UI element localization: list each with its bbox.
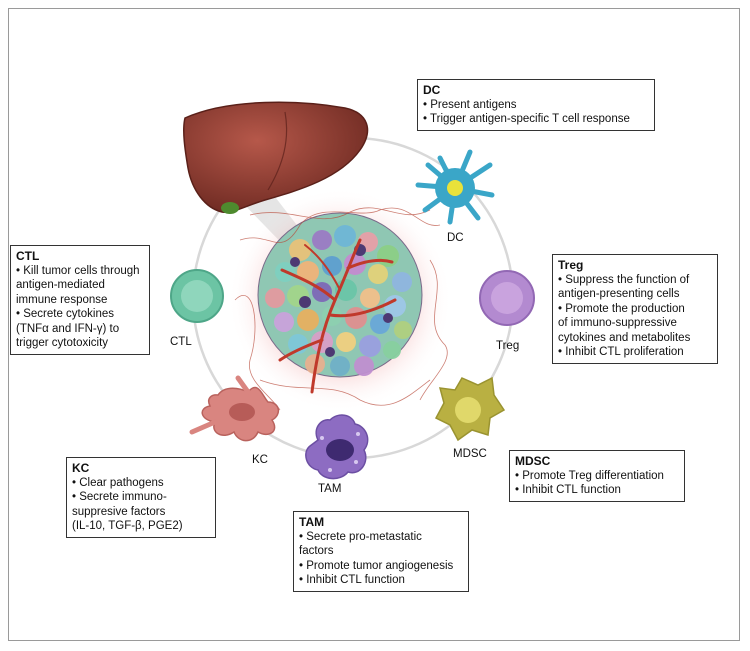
treg-box-line: • Suppress the function of [558, 273, 690, 286]
kc-box-line: suppresive factors [72, 505, 166, 518]
mdsc-box-title: MDSC [515, 454, 551, 468]
kc-box-title: KC [72, 461, 90, 475]
treg-box-line: antigen-presenting cells [558, 288, 680, 300]
tam-cell-icon [305, 414, 369, 480]
mdsc-box-line: • Promote Treg differentiation [515, 469, 664, 482]
liver-icon [183, 101, 369, 214]
dc-box-line: • Trigger antigen-specific T cell respon… [423, 113, 630, 125]
dc-box-line: • Present antigens [423, 98, 517, 111]
mdsc-box-line: • Inhibit CTL function [515, 484, 621, 496]
dc-cell-icon [415, 149, 495, 225]
kc-info-box: KC • Clear pathogens • Secrete immuno- s… [66, 457, 216, 538]
ctl-box-line: trigger cytotoxicity [16, 337, 109, 349]
kc-box-line: • Clear pathogens [72, 476, 164, 489]
treg-box-line: of immuno-suppressive [558, 317, 677, 329]
ctl-label: CTL [170, 336, 192, 348]
kc-box-line: (IL-10, TGF-β, PGE2) [72, 520, 183, 532]
kc-box-line: • Secrete immuno- [72, 491, 167, 503]
treg-label: Treg [496, 340, 520, 352]
tam-box-line: • Inhibit CTL function [299, 574, 405, 586]
tam-label: TAM [318, 483, 342, 495]
mdsc-label: MDSC [453, 448, 487, 460]
ctl-box-line: antigen-mediated [16, 279, 105, 291]
tam-box-line: factors [299, 545, 334, 557]
ctl-box-title: CTL [16, 249, 40, 263]
ctl-box-line: immune response [16, 293, 108, 306]
treg-box-title: Treg [558, 258, 584, 272]
tam-box-line: • Promote tumor angiogenesis [299, 559, 454, 572]
treg-cell-icon [479, 270, 535, 326]
figure-frame [8, 8, 740, 641]
treg-info-box: Treg • Suppress the function of antigen-… [552, 254, 718, 364]
tumor-icon [234, 207, 448, 411]
dc-label: DC [447, 232, 464, 244]
dc-box-title: DC [423, 83, 441, 97]
treg-box-line: • Promote the production [558, 302, 685, 315]
tam-box-line: • Secrete pro-metastatic [299, 530, 422, 543]
kc-label: KC [252, 454, 268, 466]
ctl-box-line: • Secrete cytokines [16, 308, 114, 320]
treg-box-line: cytokines and metabolites [558, 331, 691, 344]
kc-cell-icon [189, 375, 280, 442]
ctl-box-line: • Kill tumor cells through [16, 264, 140, 277]
ctl-cell-icon [170, 269, 224, 323]
dc-info-box: DC • Present antigens • Trigger antigen-… [417, 79, 655, 131]
tam-info-box: TAM • Secrete pro-metastatic factors • P… [293, 511, 469, 592]
ctl-box-line: (TNFα and IFN-γ) to [16, 322, 120, 335]
treg-box-line: • Inhibit CTL proliferation [558, 346, 684, 358]
mdsc-info-box: MDSC • Promote Treg differentiation • In… [509, 450, 685, 502]
mdsc-cell-icon [434, 376, 506, 442]
ctl-info-box: CTL • Kill tumor cells through antigen-m… [10, 245, 150, 355]
tam-box-title: TAM [299, 515, 325, 529]
